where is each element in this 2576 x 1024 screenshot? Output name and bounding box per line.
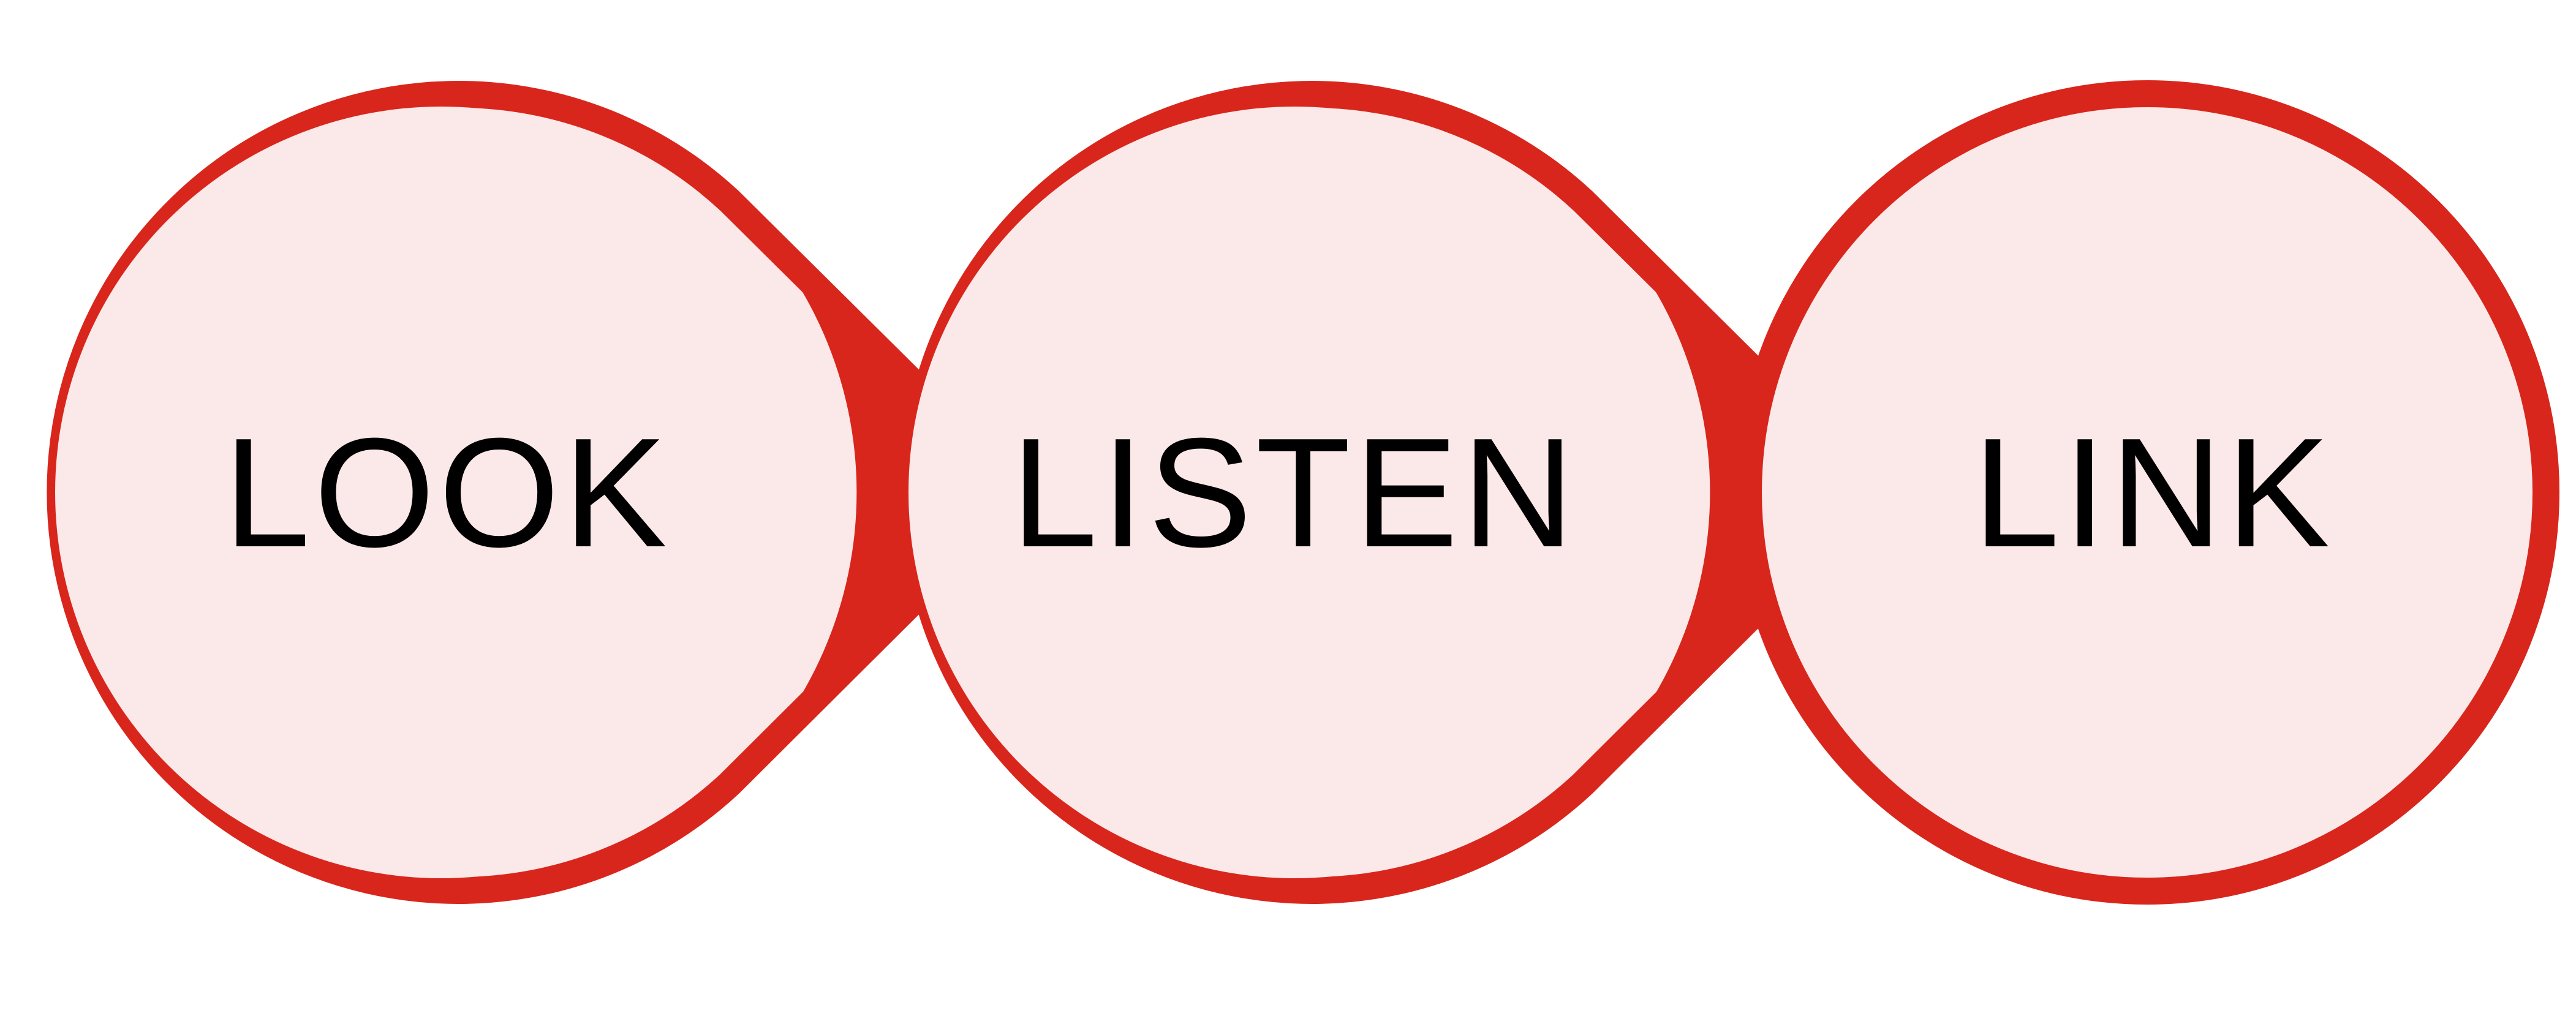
step-listen-label: LISTEN [1011, 405, 1577, 579]
step-listen: LISTEN [900, 81, 1896, 904]
step-look: LOOK [47, 81, 1043, 904]
step-listen-arrow [1583, 201, 1876, 784]
step-look-label: LOOK [224, 405, 671, 579]
step-link-label: LINK [1973, 405, 2334, 579]
step-link-shape [1735, 80, 2559, 905]
step-link: LINK [1735, 80, 2559, 905]
step-look-inner-circle [55, 107, 827, 878]
step-look-arrow [730, 201, 1023, 784]
step-listen-inner-circle [908, 107, 1680, 878]
